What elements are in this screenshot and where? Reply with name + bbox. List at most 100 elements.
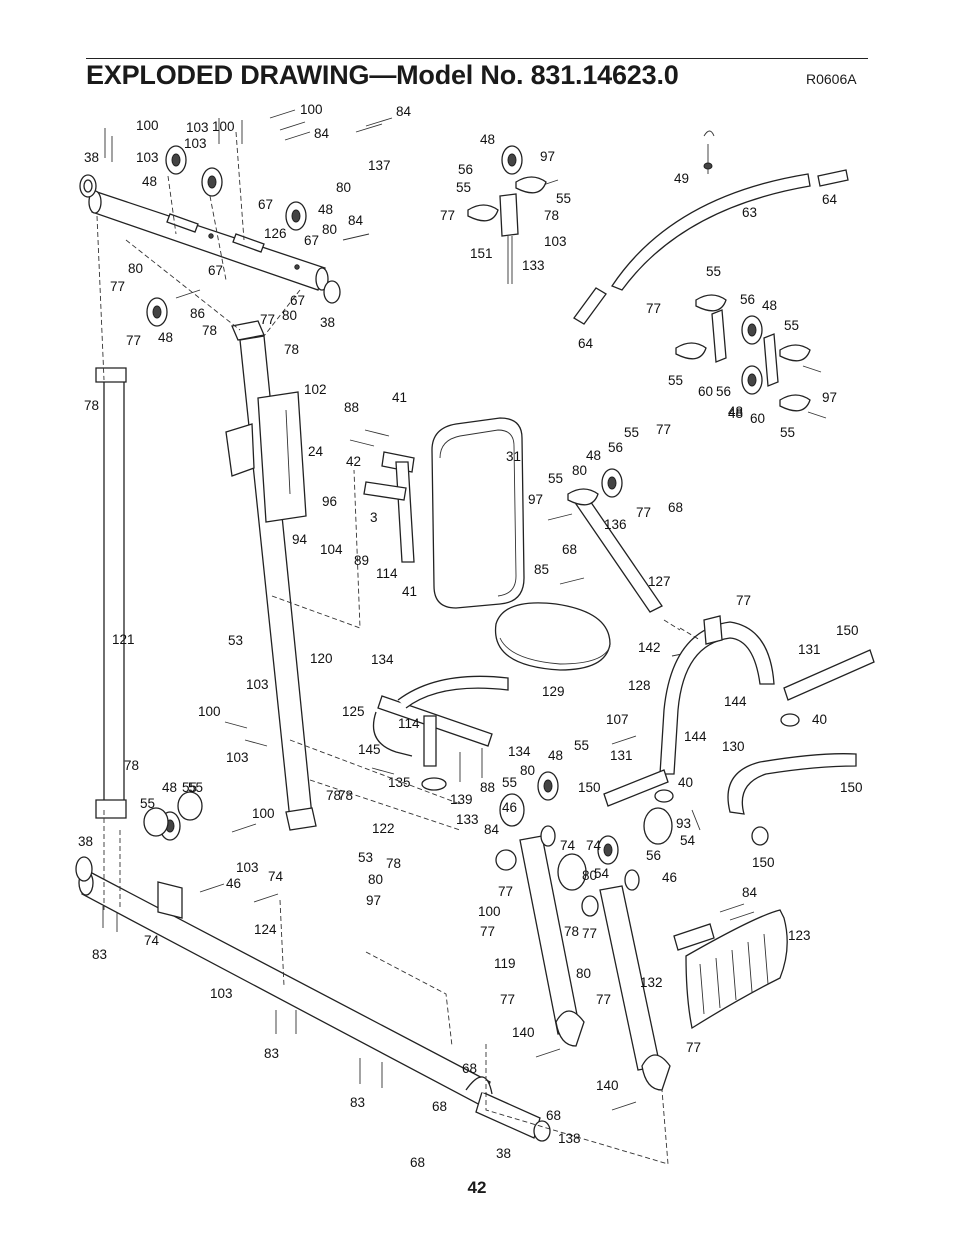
callout-label: 40 — [678, 775, 693, 790]
callout-label: 150 — [578, 780, 601, 795]
callout-label: 48 — [728, 406, 743, 421]
callout-label: 103 — [544, 234, 567, 249]
callout-label: 55 — [188, 780, 203, 795]
callout-label: 97 — [366, 893, 381, 908]
callout-label: 84 — [314, 126, 330, 141]
callout-label: 78 — [284, 342, 299, 357]
callout-label: 88 — [344, 400, 359, 415]
guide-lines — [96, 131, 701, 1165]
callout-label: 144 — [684, 729, 707, 744]
callout-label: 103 — [184, 136, 207, 151]
callout-label: 89 — [354, 553, 369, 568]
callout-label: 84 — [348, 213, 364, 228]
handle-130 — [727, 753, 857, 846]
callout-label: 77 — [646, 301, 661, 316]
callout-label: 80 — [576, 966, 591, 981]
page-number: 42 — [467, 1178, 487, 1197]
callout-label: 77 — [440, 208, 455, 223]
callout-label: 53 — [358, 850, 373, 865]
callout-label: 88 — [480, 780, 495, 795]
callout-label: 80 — [582, 868, 597, 883]
callout-label: 55 — [624, 425, 639, 440]
callout-label: 55 — [182, 780, 197, 795]
callout-label: 77 — [498, 884, 513, 899]
base-frame-119 — [75, 856, 551, 1142]
callout-label: 94 — [292, 532, 308, 547]
callout-label: 80 — [520, 763, 535, 778]
callout-label: 100 — [212, 119, 235, 134]
callout-label: 100 — [478, 904, 501, 919]
footplate-124 — [673, 909, 788, 1030]
callout-label: 150 — [840, 780, 863, 795]
callout-label: 55 — [706, 264, 721, 279]
callout-label: 138 — [558, 1131, 581, 1146]
end-caps-38 — [79, 174, 341, 304]
callout-label: 140 — [512, 1025, 535, 1040]
callout-label: 102 — [304, 382, 327, 397]
callout-label: 55 — [456, 180, 471, 195]
callout-label: 77 — [736, 593, 751, 608]
drawing-code: R0606A — [806, 71, 857, 87]
callout-label: 150 — [752, 855, 775, 870]
callout-label: 56 — [740, 292, 755, 307]
arm-132 — [581, 869, 671, 1091]
callout-label: 80 — [572, 463, 587, 478]
callout-label: 68 — [462, 1061, 477, 1076]
callout-label: 136 — [604, 517, 627, 532]
callout-label: 68 — [668, 500, 683, 515]
callout-label: 123 — [788, 928, 811, 943]
callout-label: 104 — [320, 542, 343, 557]
callout-label: 54 — [680, 833, 696, 848]
pulley-brackets-60 — [675, 294, 811, 412]
callout-label: 77 — [686, 1040, 701, 1055]
callout-label: 64 — [578, 336, 594, 351]
callout-label: 131 — [798, 642, 821, 657]
callout-label: 131 — [610, 748, 633, 763]
callout-label: 48 — [142, 174, 157, 189]
callout-label: 83 — [92, 947, 107, 962]
callout-label: 77 — [500, 992, 515, 1007]
callout-label: 80 — [368, 872, 383, 887]
seat-back-31 — [431, 417, 525, 609]
callout-label: 144 — [724, 694, 747, 709]
callout-label: 54 — [594, 866, 610, 881]
callout-label: 56 — [608, 440, 623, 455]
callout-label: 24 — [308, 444, 324, 459]
callout-label: 38 — [84, 150, 99, 165]
callout-label: 103 — [210, 986, 233, 1001]
callout-label: 77 — [480, 924, 495, 939]
callout-label: 130 — [722, 739, 745, 754]
callout-label: 53 — [228, 633, 243, 648]
callout-label: 96 — [322, 494, 337, 509]
callout-label: 100 — [300, 102, 323, 117]
callout-label: 68 — [410, 1155, 425, 1170]
callout-label: 78 — [386, 856, 401, 871]
callout-label: 67 — [258, 197, 273, 212]
pulley-bracket-151 — [467, 176, 547, 284]
callout-label: 100 — [252, 806, 275, 821]
callout-label: 78 — [124, 758, 139, 773]
callout-label: 77 — [636, 505, 651, 520]
callout-label: 120 — [310, 651, 333, 666]
callout-label: 80 — [322, 222, 337, 237]
callout-label: 80 — [282, 308, 297, 323]
callout-label: 114 — [376, 566, 398, 581]
callout-label: 68 — [432, 1099, 447, 1114]
callout-label: 84 — [396, 104, 412, 119]
callout-label: 126 — [264, 226, 287, 241]
callout-label: 77 — [596, 992, 611, 1007]
callout-label: 84 — [742, 885, 758, 900]
callout-label: 67 — [304, 233, 319, 248]
callout-label: 56 — [716, 384, 731, 399]
callout-label: 46 — [226, 876, 241, 891]
callout-label: 103 — [136, 150, 159, 165]
callout-label: 48 — [318, 202, 333, 217]
arm-frame-128 — [603, 615, 875, 807]
callout-label: 97 — [528, 492, 543, 507]
callout-label: 78 — [202, 323, 217, 338]
leg-lever-127 — [567, 488, 663, 613]
callout-label: 46 — [502, 800, 517, 815]
callout-label: 122 — [372, 821, 395, 836]
callout-label: 132 — [640, 975, 663, 990]
